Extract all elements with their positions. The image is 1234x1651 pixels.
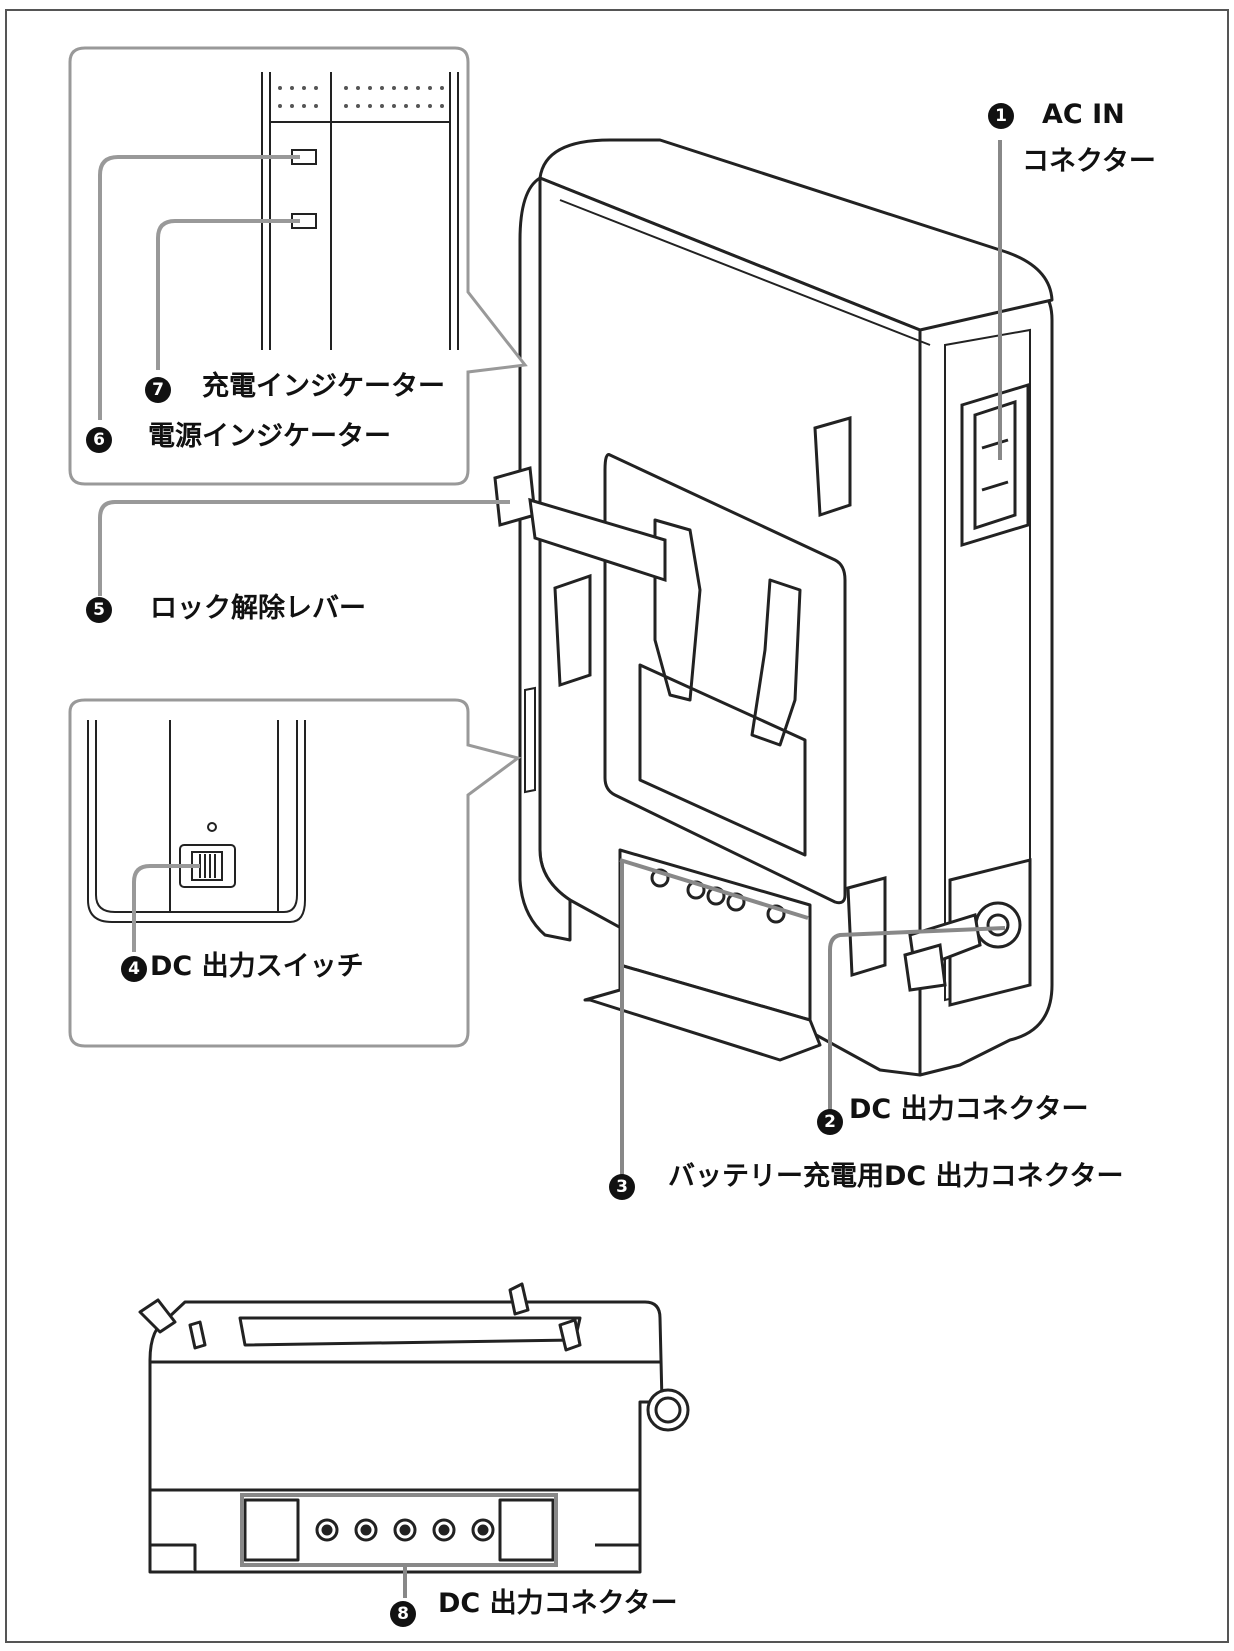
callout-3-number: 3	[609, 1174, 635, 1200]
dc-out-leader-line	[828, 926, 1006, 1112]
power-indicator-leader-line	[98, 155, 300, 420]
lock-release-leader-line	[98, 500, 510, 596]
callout-7-number: 7	[145, 377, 171, 403]
callout-7-label: 充電インジケーター	[202, 371, 445, 402]
bottom-dc-out-connectors	[315, 1518, 495, 1542]
battery-charge-connector-tray	[583, 848, 822, 1062]
callout-8-number: 8	[390, 1601, 416, 1627]
bottom-connector-highlight	[240, 1493, 558, 1567]
callout-4-label: DC 出力スイッチ	[150, 951, 364, 982]
switch-inset-callout	[68, 698, 522, 1048]
callout-1-number: 1	[988, 103, 1014, 129]
callout-2-number: 2	[817, 1109, 843, 1135]
top-rubber-foot	[813, 416, 852, 518]
callout-4-number: 4	[121, 956, 147, 982]
vent-dots	[278, 86, 444, 108]
callout-6-number: 6	[86, 427, 112, 453]
callout-5-number: 5	[86, 597, 112, 623]
callout-1-label-line1: AC IN	[1042, 99, 1125, 130]
callout-2-label: DC 出力コネクター	[849, 1094, 1089, 1125]
indicator-inset-callout	[68, 46, 528, 486]
callout-6-label: 電源インジケーター	[148, 421, 391, 452]
charge-connector-highlight	[619, 858, 809, 920]
charge-indicator-leader-line	[156, 219, 300, 370]
ac-in-connector	[960, 382, 1030, 548]
top-face-inner-line	[559, 199, 931, 346]
left-rubber-foot	[553, 573, 592, 688]
device-bottom-view	[138, 1282, 690, 1574]
switch-leader-line	[132, 864, 200, 952]
indicator-inset-drawing	[261, 72, 459, 350]
callout-5-label: ロック解除レバー	[150, 593, 366, 624]
outer-frame	[5, 9, 1229, 1643]
callout-8-label: DC 出力コネクター	[438, 1588, 678, 1619]
callout-1-label-line2: コネクター	[1022, 146, 1156, 177]
callout-3-label: バッテリー充電用DC 出力コネクター	[668, 1161, 1124, 1192]
bottom-rubber-foot	[846, 876, 887, 977]
left-side-step	[524, 686, 536, 794]
lock-release-lever	[493, 466, 667, 583]
